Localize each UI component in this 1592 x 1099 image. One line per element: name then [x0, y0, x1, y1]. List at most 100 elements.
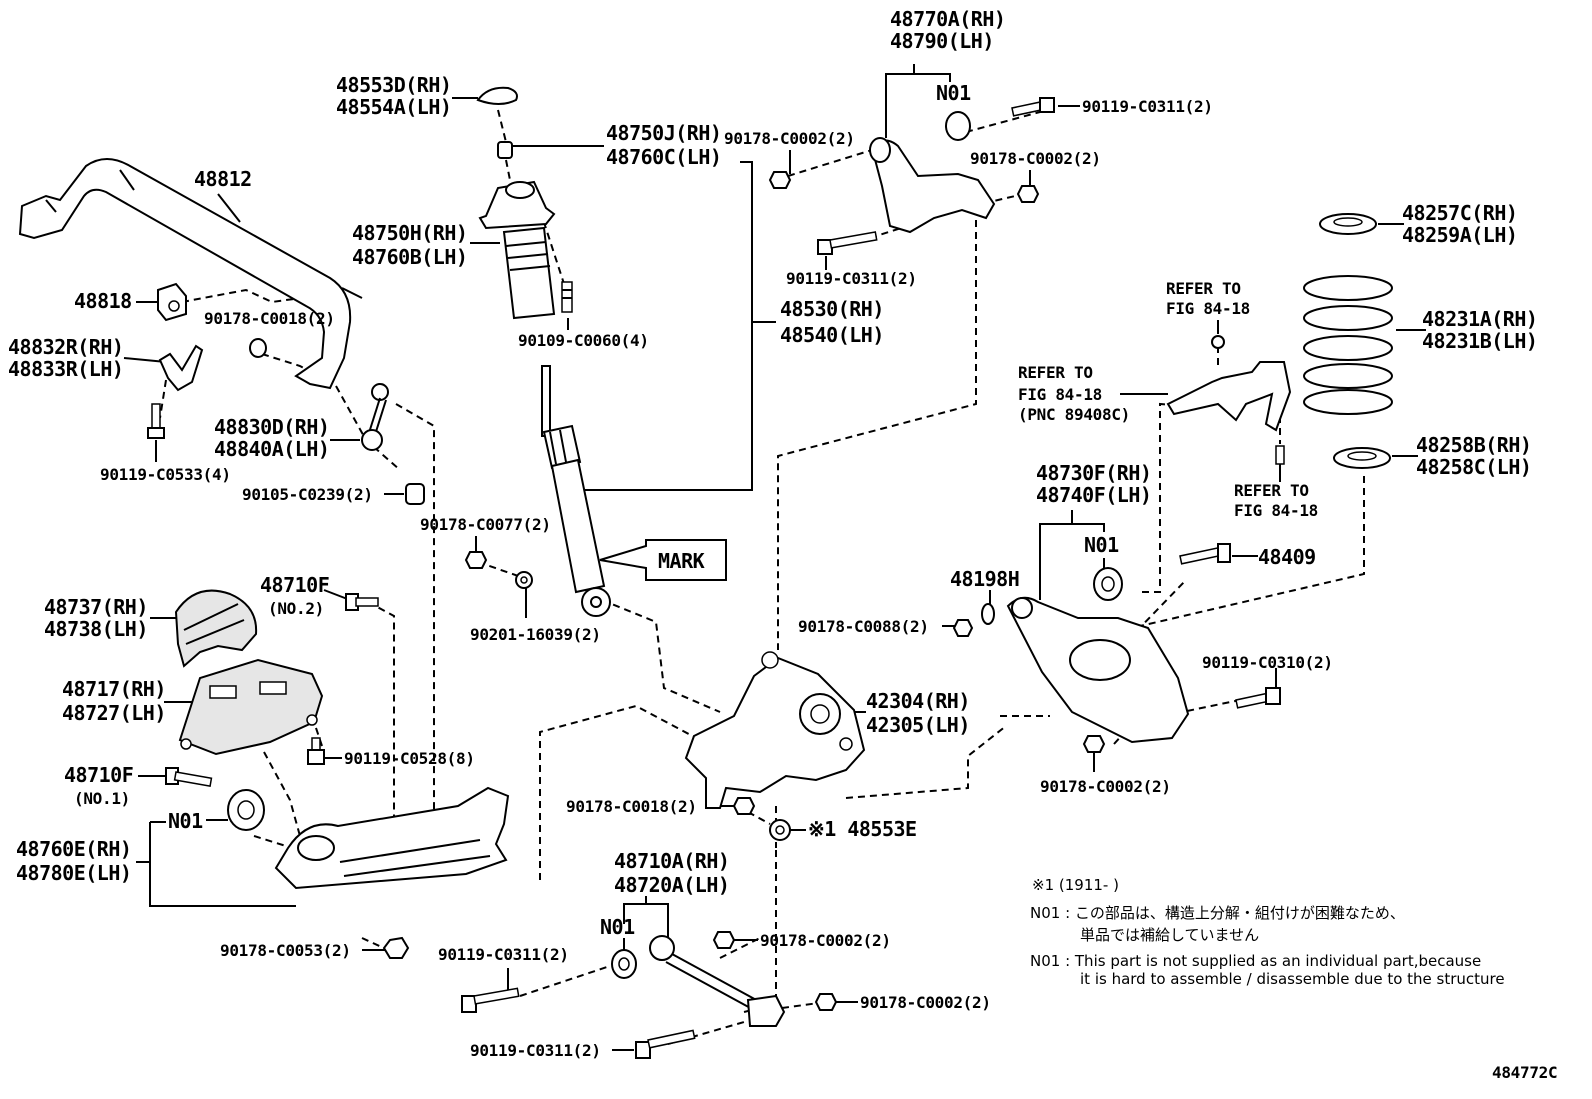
part-labels: 48553D(RH) 48554A(LH) 48812 48750J(RH) 4…: [8, 7, 1558, 1082]
label-48530: 48530(RH): [780, 297, 884, 321]
nut-90178-c0002-r: [1082, 735, 1106, 753]
label-90178-c0077: 90178-C0077(2): [420, 515, 551, 534]
nut-90178-c0077: [464, 551, 488, 569]
label-48231a: 48231A(RH): [1422, 307, 1537, 331]
label-48258b: 48258B(RH): [1416, 433, 1531, 457]
label-48832r: 48832R(RH): [8, 335, 123, 359]
spring-seat-48258b: [1333, 447, 1391, 469]
label-n01-right: N01: [1084, 533, 1119, 557]
label-48750j: 48750J(RH): [606, 121, 721, 145]
label-48818: 48818: [74, 289, 132, 313]
mount-cap-48553d: [476, 86, 518, 105]
label-n01-bot: N01: [600, 915, 635, 939]
leader-lines: [123, 64, 1426, 1051]
label-no1: (NO.1): [74, 789, 130, 808]
label-48740f: 48740F(LH): [1036, 483, 1151, 507]
spring-seat-48257c: [1319, 213, 1377, 235]
bolt-48710f-no2: [345, 593, 379, 611]
shock-upper-mount-48750h: [478, 180, 556, 320]
label-refer3a: REFER TO: [1234, 481, 1309, 500]
label-48258c: 48258C(LH): [1416, 455, 1531, 479]
label-42305: 42305(LH): [866, 713, 970, 737]
label-48780e: 48780E(LH): [16, 861, 131, 885]
nut-90178-c0053: [382, 936, 410, 959]
stud-bolt-90109: [561, 281, 573, 313]
label-48710f-top: 48710F: [260, 573, 329, 597]
label-90201: 90201-16039(2): [470, 625, 601, 644]
cover-48737: [174, 589, 258, 668]
bushing-n01-left: [227, 789, 265, 831]
label-90105: 90105-C0239(2): [242, 485, 373, 504]
label-48750h: 48750H(RH): [352, 221, 467, 245]
label-48717: 48717(RH): [62, 677, 166, 701]
label-90178-c0002-b2: 90178-C0002(2): [860, 993, 991, 1012]
lower-arm-48760e: [274, 786, 510, 890]
label-48812: 48812: [194, 167, 252, 191]
bolt-90119-c0311-tr: [1011, 97, 1055, 117]
label-90119-c0310: 90119-C0310(2): [1202, 653, 1333, 672]
sensor-bracket: [1166, 335, 1292, 465]
bolt-90119-c0533: [147, 403, 165, 439]
note-n01-en-line1: N01 : This part is not supplied as an in…: [1030, 952, 1481, 970]
label-48259a: 48259A(LH): [1402, 223, 1517, 247]
note-1911: ※1 (1911- ): [1032, 876, 1119, 894]
label-48730f: 48730F(RH): [1036, 461, 1151, 485]
label-90178-c0018-top: 90178-C0018(2): [204, 309, 335, 328]
nut-90178-c0002-b2: [814, 993, 838, 1011]
label-48710a: 48710A(RH): [614, 849, 729, 873]
notes-block: ※1 (1911- ) N01 : この部品は、構造上分解・組付けが困難なため、…: [1030, 876, 1505, 988]
bushing-48553e: [769, 819, 791, 841]
note-n01-en-line2: it is hard to assemble / disassemble due…: [1080, 970, 1505, 988]
label-48790: 48790(LH): [890, 29, 994, 53]
label-refer2c: (PNC 89408C): [1018, 405, 1130, 424]
mount-48717: [178, 658, 324, 756]
washer-48198h: [981, 603, 995, 625]
label-48409: 48409: [1258, 545, 1316, 569]
coil-spring-48231a: [1303, 275, 1393, 415]
nut-90178-c0018-mid: [732, 797, 756, 815]
label-n01-left: N01: [168, 809, 203, 833]
label-48553e: ※1 48553E: [808, 817, 917, 841]
label-48231b: 48231B(LH): [1422, 329, 1537, 353]
label-42304: 42304(RH): [866, 689, 970, 713]
label-mark: MARK: [658, 549, 705, 573]
note-n01-jp-line1: N01 : この部品は、構造上分解・組付けが困難なため、: [1030, 904, 1405, 922]
washer-90201: [515, 571, 533, 589]
nut-90178-c0088: [952, 619, 974, 637]
label-refer1a: REFER TO: [1166, 279, 1241, 298]
label-90119-c0311-bl: 90119-C0311(2): [438, 945, 569, 964]
label-48710f-bot: 48710F: [64, 763, 133, 787]
label-90178-c0002-r: 90178-C0002(2): [1040, 777, 1171, 796]
label-48830d: 48830D(RH): [214, 415, 329, 439]
label-48840a: 48840A(LH): [214, 437, 329, 461]
stabilizer-link-48830d: [361, 383, 389, 451]
figure-number: 484772C: [1492, 1063, 1557, 1082]
label-90178-c0002-tr: 90178-C0002(2): [970, 149, 1101, 168]
label-48833r: 48833R(LH): [8, 357, 123, 381]
knuckle-42304: [684, 651, 866, 809]
upper-arm-48770a: [869, 137, 996, 234]
label-90178-c0002-tl: 90178-C0002(2): [724, 129, 855, 148]
label-48727: 48727(LH): [62, 701, 166, 725]
label-refer3b: FIG 84-18: [1234, 501, 1318, 520]
label-48737: 48737(RH): [44, 595, 148, 619]
label-refer2b: FIG 84-18: [1018, 385, 1102, 404]
label-90178-c0002-b1: 90178-C0002(2): [760, 931, 891, 950]
label-48257c: 48257C(RH): [1402, 201, 1517, 225]
label-refer1b: FIG 84-18: [1166, 299, 1250, 318]
label-90119-c0528: 90119-C0528(8): [344, 749, 475, 768]
label-90178-c0053: 90178-C0053(2): [220, 941, 351, 960]
label-48738: 48738(LH): [44, 617, 148, 641]
label-48198h: 48198H: [950, 567, 1019, 591]
bolt-90119-c0311-bl: [461, 987, 520, 1013]
stabilizer-bushing-48818: [157, 282, 187, 322]
label-90109: 90109-C0060(4): [518, 331, 649, 350]
nut-90178-c0002-tl: [768, 171, 792, 189]
bushing-n01-top: [945, 111, 971, 141]
label-48760e: 48760E(RH): [16, 837, 131, 861]
mount-bushing-48750j: [497, 141, 513, 159]
label-90178-c0018-mid: 90178-C0018(2): [566, 797, 697, 816]
label-48770a: 48770A(RH): [890, 7, 1005, 31]
